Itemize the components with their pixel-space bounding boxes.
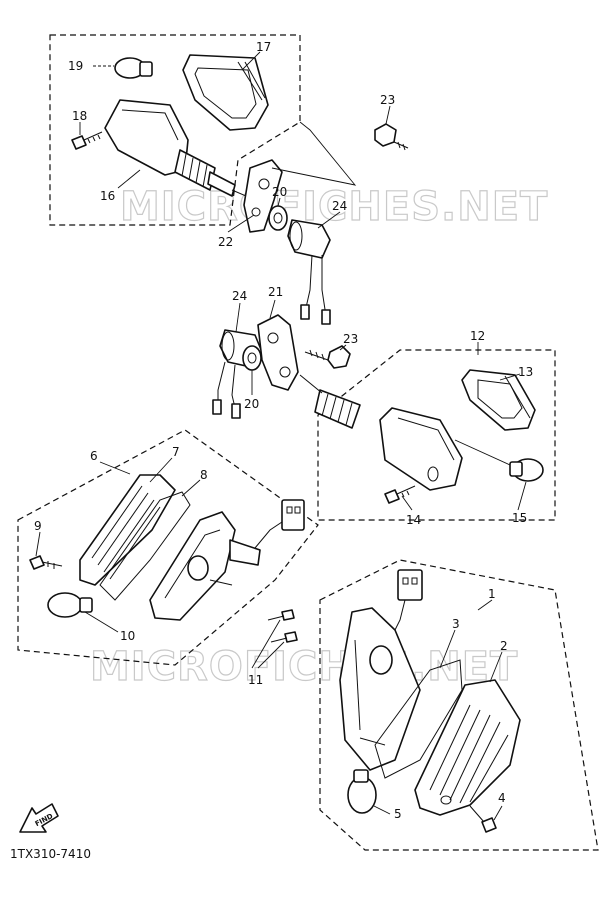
bulb-10	[47, 592, 93, 618]
callout-8: 8	[200, 468, 208, 482]
bulb-15	[454, 439, 544, 482]
lens-7	[79, 474, 176, 586]
screw-18	[71, 131, 103, 150]
gasket-8	[99, 491, 191, 601]
leader-lines	[35, 51, 527, 821]
bracket-21	[257, 314, 299, 391]
callout-1: 1	[488, 587, 496, 601]
stem-12-shaft	[299, 374, 323, 394]
screw-9	[29, 555, 63, 570]
leader-16-box	[271, 121, 357, 186]
callout-10: 10	[120, 629, 135, 643]
collar-20-top	[268, 205, 288, 231]
assembly-group-6	[17, 429, 319, 666]
lens-2	[414, 679, 521, 816]
assembly-group-1	[319, 559, 599, 851]
group-6-outline	[17, 429, 319, 666]
assembly-group-16	[49, 34, 301, 233]
lens-13	[461, 369, 536, 431]
flasher-housing-16	[104, 99, 261, 203]
callout-24-mid: 24	[232, 289, 247, 303]
callout-3: 3	[452, 617, 460, 631]
screw-14	[384, 485, 416, 504]
callout-16: 16	[100, 189, 115, 203]
callout-24-top: 24	[332, 199, 347, 213]
lens-17	[182, 54, 269, 131]
callout-23-top: 23	[380, 93, 395, 107]
callout-21: 21	[268, 285, 283, 299]
callout-2: 2	[500, 639, 508, 653]
callout-17: 17	[256, 40, 271, 54]
callout-5: 5	[394, 807, 402, 821]
callout-13: 13	[518, 365, 533, 379]
callout-22: 22	[218, 235, 233, 249]
connector-6	[254, 499, 305, 549]
housing-1	[339, 607, 421, 771]
bulb-5	[347, 769, 377, 814]
group-12-outline	[317, 349, 556, 521]
watermark-bottom: MICROFICHES.NET	[90, 644, 518, 690]
callout-15: 15	[512, 511, 527, 525]
housing-6	[149, 511, 261, 621]
callout-6: 6	[90, 449, 98, 463]
diagram-code: 1TX310-7410	[10, 847, 91, 861]
collar-20-mid	[242, 345, 262, 371]
nut-23-top	[374, 123, 409, 151]
callout-19: 19	[68, 59, 83, 73]
screw-4	[469, 805, 497, 833]
callout-14: 14	[406, 513, 421, 527]
callout-12: 12	[470, 329, 485, 343]
callout-9: 9	[34, 519, 42, 533]
callout-23-mid: 23	[343, 332, 358, 346]
stem-12	[314, 389, 361, 429]
callout-4: 4	[498, 791, 506, 805]
bolt-23-mid	[304, 345, 351, 369]
assembly-group-12	[299, 349, 556, 521]
callout-18: 18	[72, 109, 87, 123]
bulb-19	[93, 57, 153, 79]
screws-11	[267, 609, 298, 643]
stem-12-thread	[321, 393, 353, 426]
find-arrow-icon: FIND	[19, 803, 59, 833]
callout-11: 11	[248, 673, 263, 687]
socket-24-top	[287, 219, 331, 325]
callout-20-top: 20	[272, 185, 287, 199]
group-1-outline	[319, 559, 599, 851]
callout-20-mid: 20	[244, 397, 259, 411]
flasher-housing-12	[379, 407, 463, 491]
watermark-top: MICROFICHES.NET	[120, 184, 548, 230]
callout-labels: 17 19 18 16 23 20 24 22 24 21 23 20 12 1…	[34, 40, 533, 821]
callout-7: 7	[172, 445, 180, 459]
group-16-outline	[49, 34, 301, 226]
